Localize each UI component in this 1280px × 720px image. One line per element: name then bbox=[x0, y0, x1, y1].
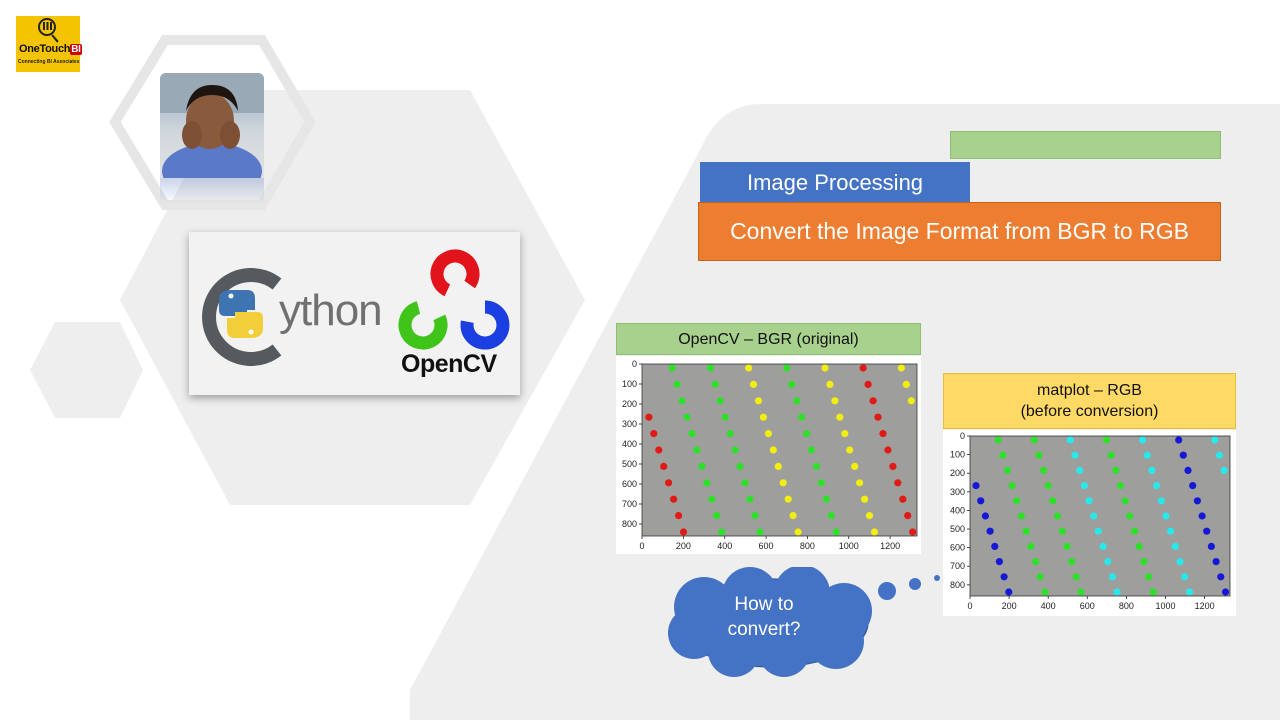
x-tick-label: 1200 bbox=[1195, 601, 1215, 611]
x-tick-label: 1000 bbox=[839, 541, 859, 551]
opencv-wordmark: OpenCV bbox=[401, 350, 497, 378]
x-tick-label: 600 bbox=[759, 541, 774, 551]
y-tick-label: 200 bbox=[622, 399, 637, 409]
thought-dots bbox=[878, 575, 940, 600]
thought-text: How to convert? bbox=[727, 594, 801, 640]
y-tick-label: 300 bbox=[622, 419, 637, 429]
y-tick-label: 0 bbox=[632, 359, 637, 369]
y-tick-label: 400 bbox=[950, 505, 965, 515]
x-tick-label: 0 bbox=[967, 601, 972, 611]
x-tick-label: 0 bbox=[639, 541, 644, 551]
x-tick-label: 200 bbox=[676, 541, 691, 551]
topic-title: Convert the Image Format from BGR to RGB bbox=[698, 202, 1221, 261]
python-opencv-image: ython OpenCV bbox=[189, 232, 520, 395]
logo-tagline: Connecting BI Associates bbox=[18, 59, 80, 65]
y-tick-label: 300 bbox=[950, 487, 965, 497]
y-tick-label: 700 bbox=[622, 499, 637, 509]
y-tick-label: 200 bbox=[950, 468, 965, 478]
x-tick-label: 200 bbox=[1002, 601, 1017, 611]
photo-reflection bbox=[160, 178, 264, 204]
y-tick-label: 400 bbox=[622, 439, 637, 449]
bar-chart-icon bbox=[43, 22, 52, 30]
matplot-rgb-plot: 0 200 400 600 800 1000 1200 0 100 200 300 400 500 600… bbox=[943, 430, 1236, 616]
y-tick-label: 500 bbox=[622, 459, 637, 469]
y-tick-label: 800 bbox=[622, 519, 637, 529]
accent-bar bbox=[950, 131, 1221, 159]
python-wordmark: ython bbox=[279, 286, 383, 335]
y-tick-label: 800 bbox=[950, 580, 965, 590]
magnifier-icon bbox=[38, 18, 56, 36]
y-tick-label: 600 bbox=[622, 479, 637, 489]
x-tick-label: 400 bbox=[717, 541, 732, 551]
x-tick-label: 400 bbox=[1041, 601, 1056, 611]
onetouch-bi-logo: OneTouchBI Connecting BI Associates bbox=[16, 16, 82, 72]
python-opencv-logos bbox=[202, 249, 510, 366]
x-tick-label: 1000 bbox=[1155, 601, 1175, 611]
presenter-photo bbox=[160, 73, 264, 178]
x-tick-label: 1200 bbox=[880, 541, 900, 551]
thought-cloud bbox=[668, 567, 872, 677]
x-tick-label: 800 bbox=[800, 541, 815, 551]
opencv-bgr-plot: 0 200 400 600 800 1000 1200 0 100 200 300 400 500 600… bbox=[616, 356, 921, 554]
y-tick-label: 0 bbox=[960, 431, 965, 441]
y-tick-label: 500 bbox=[950, 524, 965, 534]
x-tick-label: 800 bbox=[1119, 601, 1134, 611]
y-tick-label: 700 bbox=[950, 561, 965, 571]
y-tick-label: 100 bbox=[622, 379, 637, 389]
x-tick-label: 600 bbox=[1080, 601, 1095, 611]
opencv-plot-label: OpenCV – BGR (original) bbox=[616, 323, 921, 355]
section-title: Image Processing bbox=[700, 162, 970, 203]
logo-brand: OneTouchBI bbox=[19, 43, 82, 55]
matplot-plot-label: matplot – RGB (before conversion) bbox=[943, 373, 1236, 429]
y-tick-label: 100 bbox=[950, 450, 965, 460]
y-tick-label: 600 bbox=[950, 543, 965, 553]
